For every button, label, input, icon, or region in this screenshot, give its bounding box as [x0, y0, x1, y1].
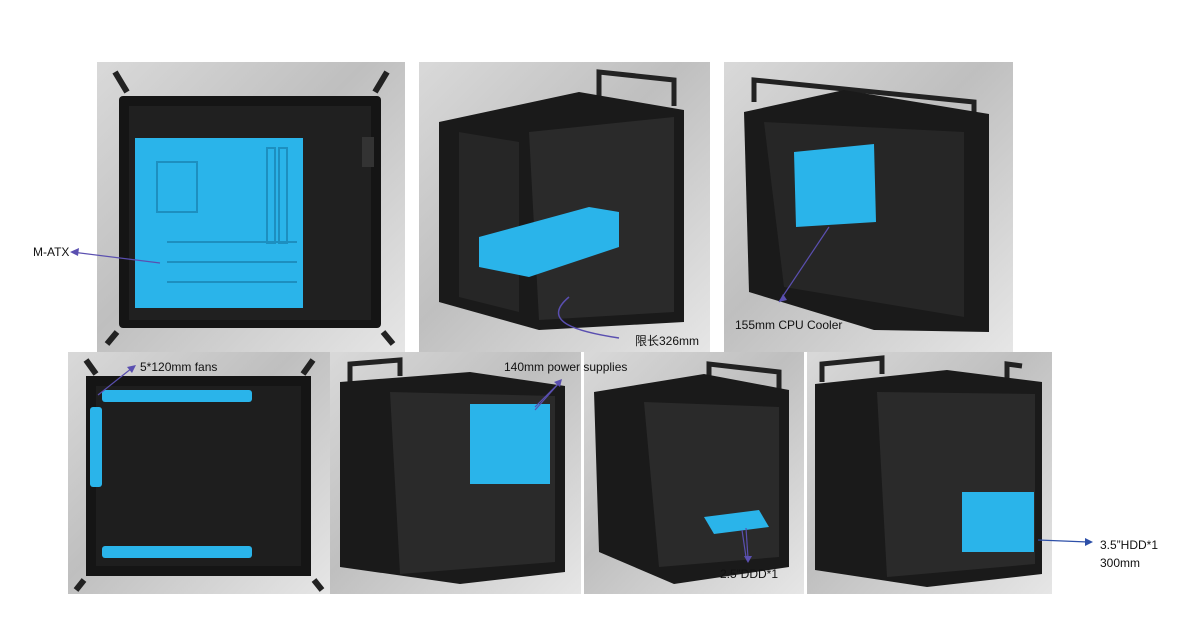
panel-ssd: [584, 352, 804, 594]
label-gpu-length: 限长326mm: [635, 334, 700, 348]
hdd-highlight: [962, 492, 1034, 552]
label-hdd-line2: 300mm: [1100, 556, 1141, 570]
ssd-highlight: [704, 510, 769, 534]
case-angled-cpu-view: [744, 77, 989, 332]
panel-cpu-cooler: [724, 62, 1013, 352]
panel-fans: [68, 352, 330, 594]
case-angled-gpu-view: [439, 69, 684, 339]
case-angled-hdd-view: [815, 355, 1042, 587]
label-psu: 140mm power supplies: [504, 360, 628, 374]
panel-psu: [330, 352, 581, 594]
case-side-view: [73, 358, 325, 592]
label-matx: M-ATX: [33, 245, 70, 259]
case-angled-ssd-view: [594, 361, 789, 584]
panel-gpu-length: [419, 62, 710, 352]
panel-matx-motherboard: [97, 62, 405, 352]
gpu-highlight: [479, 207, 619, 277]
label-fans: 5*120mm fans: [140, 360, 218, 374]
cpu-cooler-highlight: [794, 144, 876, 227]
label-hdd-line1: 3.5”HDD*1: [1100, 538, 1159, 552]
label-cpu-cooler: 155mm CPU Cooler: [735, 318, 843, 332]
psu-highlight: [470, 404, 550, 484]
label-ssd: 2.5”DDD*1: [720, 567, 779, 581]
panel-hdd: [807, 352, 1052, 594]
case-angled-psu-view: [340, 357, 565, 584]
case-front-view: [104, 70, 396, 346]
